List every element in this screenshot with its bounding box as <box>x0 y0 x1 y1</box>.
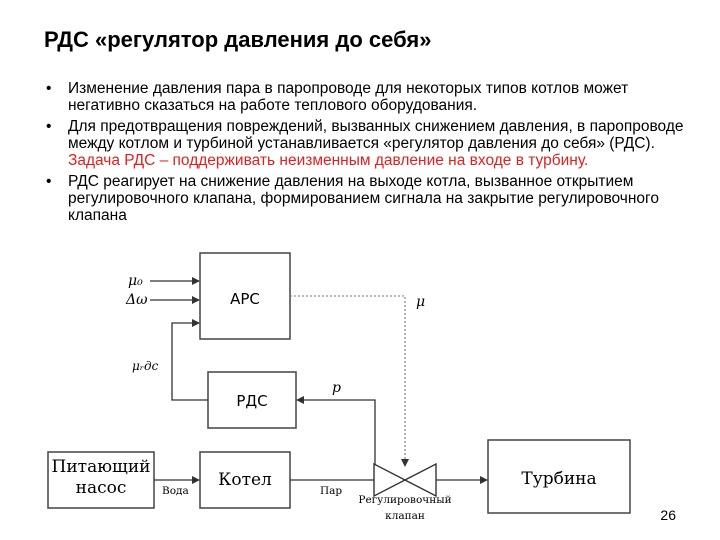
bullet-item: РДС реагирует на снижение давления на вы… <box>46 173 686 224</box>
valve-label-line2: клапан <box>385 510 425 522</box>
domega-label: Δω <box>125 292 148 308</box>
mu-label: μ <box>416 294 425 310</box>
valve-right <box>403 462 437 498</box>
bullet-item: Для предотвращения повреждений, вызванны… <box>46 118 686 169</box>
pump-label-line2: насос <box>76 478 127 498</box>
bullet-list: Изменение давления пара в паропроводе дл… <box>46 80 686 228</box>
mu-rds-line <box>171 319 208 401</box>
turbine-label: Турбина <box>521 469 596 489</box>
bullet-text: Изменение давления пара в паропроводе дл… <box>68 80 629 114</box>
mu-rds-label: μᵣдс <box>132 359 159 373</box>
valve-left <box>373 462 407 498</box>
pump-label-line1: Питающий <box>52 457 151 477</box>
water-label: Вода <box>162 485 189 497</box>
p-label: p <box>332 380 341 396</box>
steam-label: Пар <box>320 485 342 497</box>
arc-label: АРС <box>230 290 260 308</box>
bullet-highlight: Задача РДС – поддерживать неизменным дав… <box>68 152 589 169</box>
turbine-box <box>487 439 631 514</box>
bullet-text: РДС реагирует на снижение давления на вы… <box>68 173 659 224</box>
boiler-label: Котел <box>218 470 272 490</box>
pump-box <box>47 451 155 509</box>
valve-label-line1: Регулировочный <box>358 494 451 506</box>
p-line <box>296 396 376 480</box>
mu0-label: μ₀ <box>128 273 143 289</box>
slide-title: РДС «регулятор давления до себя» <box>44 27 432 52</box>
bullet-item: Изменение давления пара в паропроводе дл… <box>46 80 686 114</box>
page-number: 26 <box>660 507 676 523</box>
boiler-box <box>199 451 291 509</box>
mu-line <box>290 295 409 467</box>
arc-box <box>199 252 291 340</box>
bullet-text: Для предотвращения повреждений, вызванны… <box>68 118 684 152</box>
rds-label: РДС <box>236 392 267 410</box>
